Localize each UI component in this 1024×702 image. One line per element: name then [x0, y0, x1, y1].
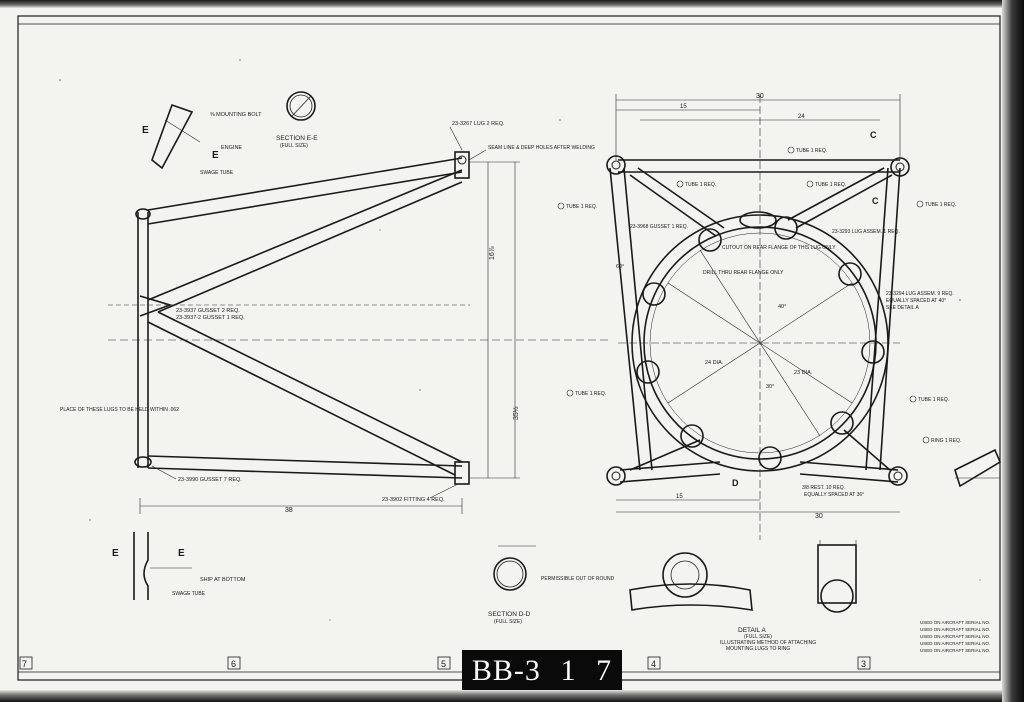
swage-label: SWAGE TUBE [172, 591, 206, 597]
tube-tr-callout: TUBE 1 REQ. [815, 182, 846, 188]
gusset-top2-callout: 23-3937-2 GUSSET 1 REQ. [176, 315, 245, 321]
lug-assem-9-callout: 23-3294 LUG ASSEM. 9 REQ. [886, 291, 954, 297]
tube-top-callout: TUBE 1 REQ. [796, 148, 827, 154]
top-dim: 30 [756, 93, 764, 100]
scan-edge-right [1002, 0, 1024, 702]
rivet-callout: 3/8 REST. 10 REQ. [802, 485, 845, 491]
scan-edge-bottom [0, 690, 1024, 702]
lower-right-fitting [454, 461, 470, 485]
section-ee-scale: (FULL SIZE) [280, 143, 308, 149]
front-view-frame [606, 155, 910, 486]
usage-note-4: USED ON AIRCRAFT SERIAL NO. [920, 641, 990, 646]
drawing-number-stamp: BB-3 1 7 [462, 650, 622, 692]
ship-label: SHIP AT BOTTOM [200, 577, 246, 583]
rivet2-callout: EQUALLY SPACED AT 36° [804, 492, 864, 498]
usage-note-3: USED ON AIRCRAFT SERIAL NO. [920, 634, 990, 639]
detail-a-scale: (FULL SIZE) [744, 634, 772, 640]
place-note: PLACE OF THESE LUGS TO BE HELD WITHIN .0… [60, 407, 179, 413]
engine-label: ENGINE [221, 145, 242, 151]
detail-a: DETAIL A (FULL SIZE) ILLUSTRATING METHOD… [629, 540, 857, 652]
tube-lower-right-callout: TUBE 1 REQ. [918, 397, 949, 403]
side-view-dimensions: 35½ 16⅞ 38 [108, 161, 610, 514]
bottom-left-dim: 15 [676, 494, 683, 500]
tube-lower-left-callout: TUBE 1 REQ. [575, 391, 606, 397]
cut-e-left: E [142, 125, 149, 136]
tube-left-callout: TUBE 1 REQ. [566, 204, 597, 210]
section-dd-note: PERMISSIBLE OUT OF ROUND [541, 576, 615, 582]
zone-4: 4 [651, 659, 656, 669]
section-c-top: C [870, 130, 877, 140]
gusset-top-callout: 23-3937 GUSSET 2 REQ. [176, 308, 240, 314]
scan-specks [59, 59, 981, 621]
stamp-digit-1: 1 [560, 654, 577, 687]
detail-a-note1: ILLUSTRATING METHOD OF ATTACHING [720, 640, 816, 646]
swage-tube-label: SWAGE TUBE [200, 170, 234, 176]
upper-dim: 16⅞ [489, 246, 496, 260]
see-detail-callout: SEE DETAIL A [886, 305, 919, 311]
ring-callout: RING 1 REQ. [931, 438, 961, 444]
stamp-prefix: BB-3 [471, 654, 541, 687]
width-dim: 38 [285, 507, 293, 514]
angle2-label: 30° [766, 384, 774, 390]
top-right-dim: 24 [798, 114, 805, 120]
cut-e-right: E [212, 150, 219, 161]
top-left-joint [135, 208, 151, 220]
front-view-ring [618, 95, 900, 540]
equal-callout: EQUALLY SPACED AT 40° [886, 298, 946, 304]
lug-callout: 23-3267 LUG 2 REQ. [452, 121, 505, 127]
cutout-callout: CUTOUT ON REAR FLANGE OF THIS LUG ONLY [722, 245, 836, 251]
dia2-label: 23 DIA. [794, 370, 813, 376]
zone-7: 7 [22, 659, 27, 669]
section-dd-scale: (FULL SIZE) [494, 619, 522, 625]
mount-bolt-label: ⅜ MOUNTING BOLT [210, 112, 262, 118]
zone-3: 3 [861, 659, 866, 669]
stamp-digit-2: 7 [596, 654, 613, 687]
angle3-label: 60° [616, 264, 624, 270]
lug-assem-callout: 23-3293 LUG ASSEM. 1 REQ. [832, 229, 900, 235]
section-ee-title: SECTION E-E [276, 135, 318, 142]
bottom-dim: 30 [815, 513, 823, 520]
top-left-dim: 15 [680, 104, 687, 110]
zone-6: 6 [231, 659, 236, 669]
section-dd: PERMISSIBLE OUT OF ROUND SECTION D-D (FU… [488, 545, 615, 625]
mount-bolt-detail: ⅜ MOUNTING BOLT ENGINE SWAGE TUBE E E [142, 103, 262, 176]
detail-a-note2: MOUNTING LUGS TO RING [726, 646, 790, 652]
front-view-callouts: TUBE 1 REQ. TUBE 1 REQ. TUBE 1 REQ. TUBE… [557, 130, 961, 498]
usage-note-1: USED ON AIRCRAFT SERIAL NO. [920, 620, 990, 625]
usage-notes: USED ON AIRCRAFT SERIAL NO. USED ON AIRC… [920, 620, 990, 653]
section-ee: SECTION E-E (FULL SIZE) [276, 91, 318, 149]
swage-cut-left: E [112, 548, 119, 559]
upper-right-fitting [454, 151, 470, 179]
edge-fitting-fragment [954, 448, 1002, 488]
top-cutout-lug [739, 211, 777, 229]
sheet-border [17, 15, 1001, 681]
usage-note-2: USED ON AIRCRAFT SERIAL NO. [920, 627, 990, 632]
zone-5: 5 [441, 659, 446, 669]
bottom-left-joint [134, 456, 152, 468]
usage-note-5: USED ON AIRCRAFT SERIAL NO. [920, 648, 990, 653]
section-c-bottom: C [872, 196, 879, 206]
front-view-dimensions: 30 15 24 30 15 [615, 93, 901, 520]
seam-callout: SEAM LINE & DEEP HOLES AFTER WELDING [488, 145, 595, 151]
height-dim: 35½ [512, 406, 520, 420]
side-view-callouts: 23-3267 LUG 2 REQ. SEAM LINE & DEEP HOLE… [60, 121, 595, 503]
gusset-callout: 23-3968 GUSSET 1 REQ. [630, 224, 688, 230]
scan-edge-top [0, 0, 1024, 8]
gusset-bottom-callout: 23-3990 GUSSET 7 REQ. [178, 477, 242, 483]
dia1-label: 24 DIA. [705, 360, 724, 366]
angle1-label: 40° [778, 304, 786, 310]
detail-a-title: DETAIL A [738, 627, 766, 634]
section-dd-title: SECTION D-D [488, 611, 531, 618]
drill-callout: DRILL THRU REAR FLANGE ONLY [703, 270, 784, 276]
fitting-callout: 23-3902 FITTING 4 REQ. [382, 497, 445, 503]
tube-tl-callout: TUBE 1 REQ. [685, 182, 716, 188]
zone-markers: 7 6 5 4 3 [19, 656, 871, 670]
section-d: D [732, 478, 739, 488]
ring-lugs [636, 211, 885, 470]
tube-right-callout: TUBE 1 REQ. [925, 202, 956, 208]
swage-detail: E E SHIP AT BOTTOM SWAGE TUBE [112, 532, 246, 600]
swage-cut-right: E [178, 548, 185, 559]
